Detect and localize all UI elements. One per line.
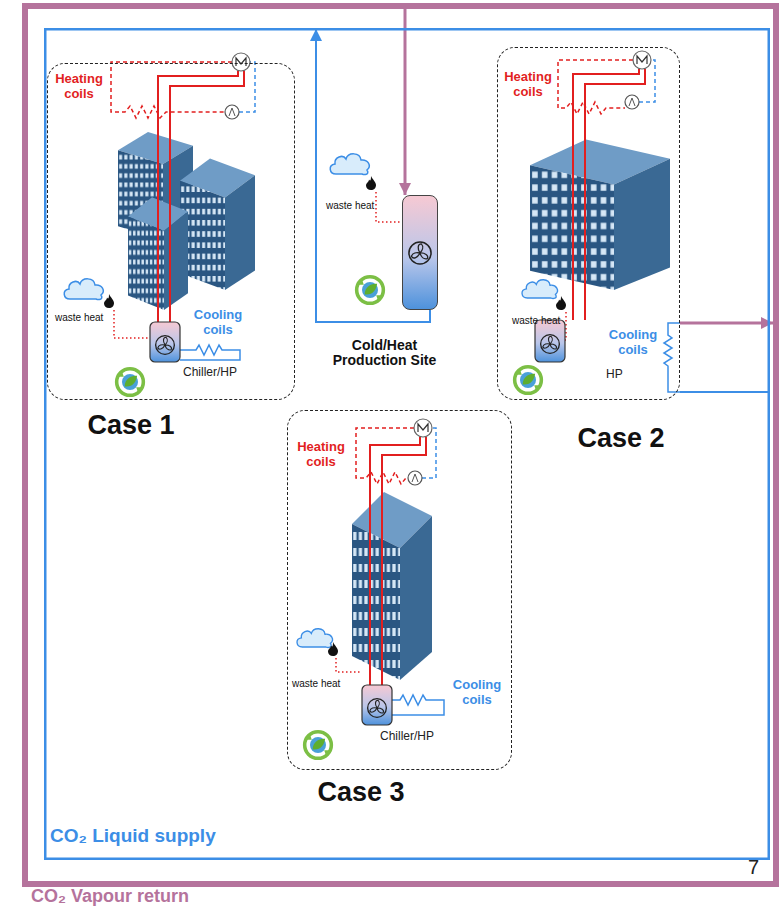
pump-symbol xyxy=(225,105,239,119)
chiller-unit xyxy=(150,322,180,362)
cloud xyxy=(64,279,103,300)
loop-title: CO₂ Liquid supply xyxy=(50,826,216,847)
case-box: Case 2 xyxy=(497,47,680,400)
hot-pipes xyxy=(573,69,645,320)
pump-symbol xyxy=(625,95,639,109)
eco-logo xyxy=(515,367,542,394)
case-title: Case 1 xyxy=(88,411,175,441)
waste-heat-line xyxy=(336,658,362,672)
cloud xyxy=(297,629,332,648)
case1-illustration xyxy=(64,53,255,395)
flame xyxy=(556,296,566,310)
cooling-loop xyxy=(180,345,240,360)
unit-label: HP xyxy=(606,368,623,382)
cloud xyxy=(330,154,369,175)
hot-pipes xyxy=(158,71,244,322)
chiller-unit xyxy=(362,685,392,725)
pump-symbol xyxy=(408,471,422,485)
heat-exchanger xyxy=(414,419,432,437)
waste-heat-label: waste heat xyxy=(512,315,560,327)
unit-label: Chiller/HP xyxy=(380,730,434,744)
hot-pipes xyxy=(370,437,426,685)
heat-pump-unit xyxy=(535,320,565,362)
building xyxy=(530,140,670,290)
waste-heat-label: waste heat xyxy=(326,200,374,212)
case-title: Case 3 xyxy=(318,778,405,808)
cooling-loop xyxy=(392,695,444,715)
page-number: 7 xyxy=(748,856,759,879)
eco-logo xyxy=(305,732,332,759)
heating-coils-label: Heating coils xyxy=(52,72,106,102)
production-illustration xyxy=(330,154,402,303)
production-tank: Cold/Heat Production Site xyxy=(402,195,438,310)
cooling-coils-label: Cooling coils xyxy=(608,328,658,358)
cloud xyxy=(522,280,557,299)
site-title: Cold/Heat Production Site xyxy=(315,338,455,369)
waste-heat-line xyxy=(376,192,402,222)
eco-logo xyxy=(117,369,144,396)
cooling-coil xyxy=(664,323,680,392)
building xyxy=(180,158,255,290)
heating-loop xyxy=(111,62,232,118)
heating-coils-label: Heating coils xyxy=(294,440,348,470)
vapour-return-loop: Case 1Cold/Heat Production SiteCase 2Cas… xyxy=(22,3,779,887)
case-title: Case 2 xyxy=(578,424,665,454)
heating-coils-label: Heating coils xyxy=(502,70,554,100)
heat-exchanger xyxy=(232,53,250,71)
cooling-coils-label: Cooling coils xyxy=(448,678,506,708)
loop-title: CO₂ Vapour return xyxy=(31,887,189,907)
pipe-connector xyxy=(404,9,407,195)
waste-heat-line xyxy=(114,310,150,338)
waste-heat-label: waste heat xyxy=(55,312,103,324)
flame xyxy=(366,176,376,190)
case2-illustration xyxy=(515,51,680,393)
case3-illustration xyxy=(297,419,444,758)
pipe-connector xyxy=(680,322,773,325)
cooling-coils-label: Cooling coils xyxy=(190,308,246,338)
heat-exchanger xyxy=(633,51,651,69)
flame xyxy=(328,642,338,656)
eco-logo xyxy=(357,277,384,304)
pipe-connector xyxy=(680,391,769,393)
building xyxy=(352,492,432,680)
waste-heat-label: waste heat xyxy=(292,678,340,690)
case-box: Case 1 xyxy=(47,63,295,400)
unit-label: Chiller/HP xyxy=(183,366,237,380)
flame xyxy=(104,294,114,308)
heating-loop xyxy=(558,60,633,114)
fan-symbol xyxy=(407,240,433,266)
